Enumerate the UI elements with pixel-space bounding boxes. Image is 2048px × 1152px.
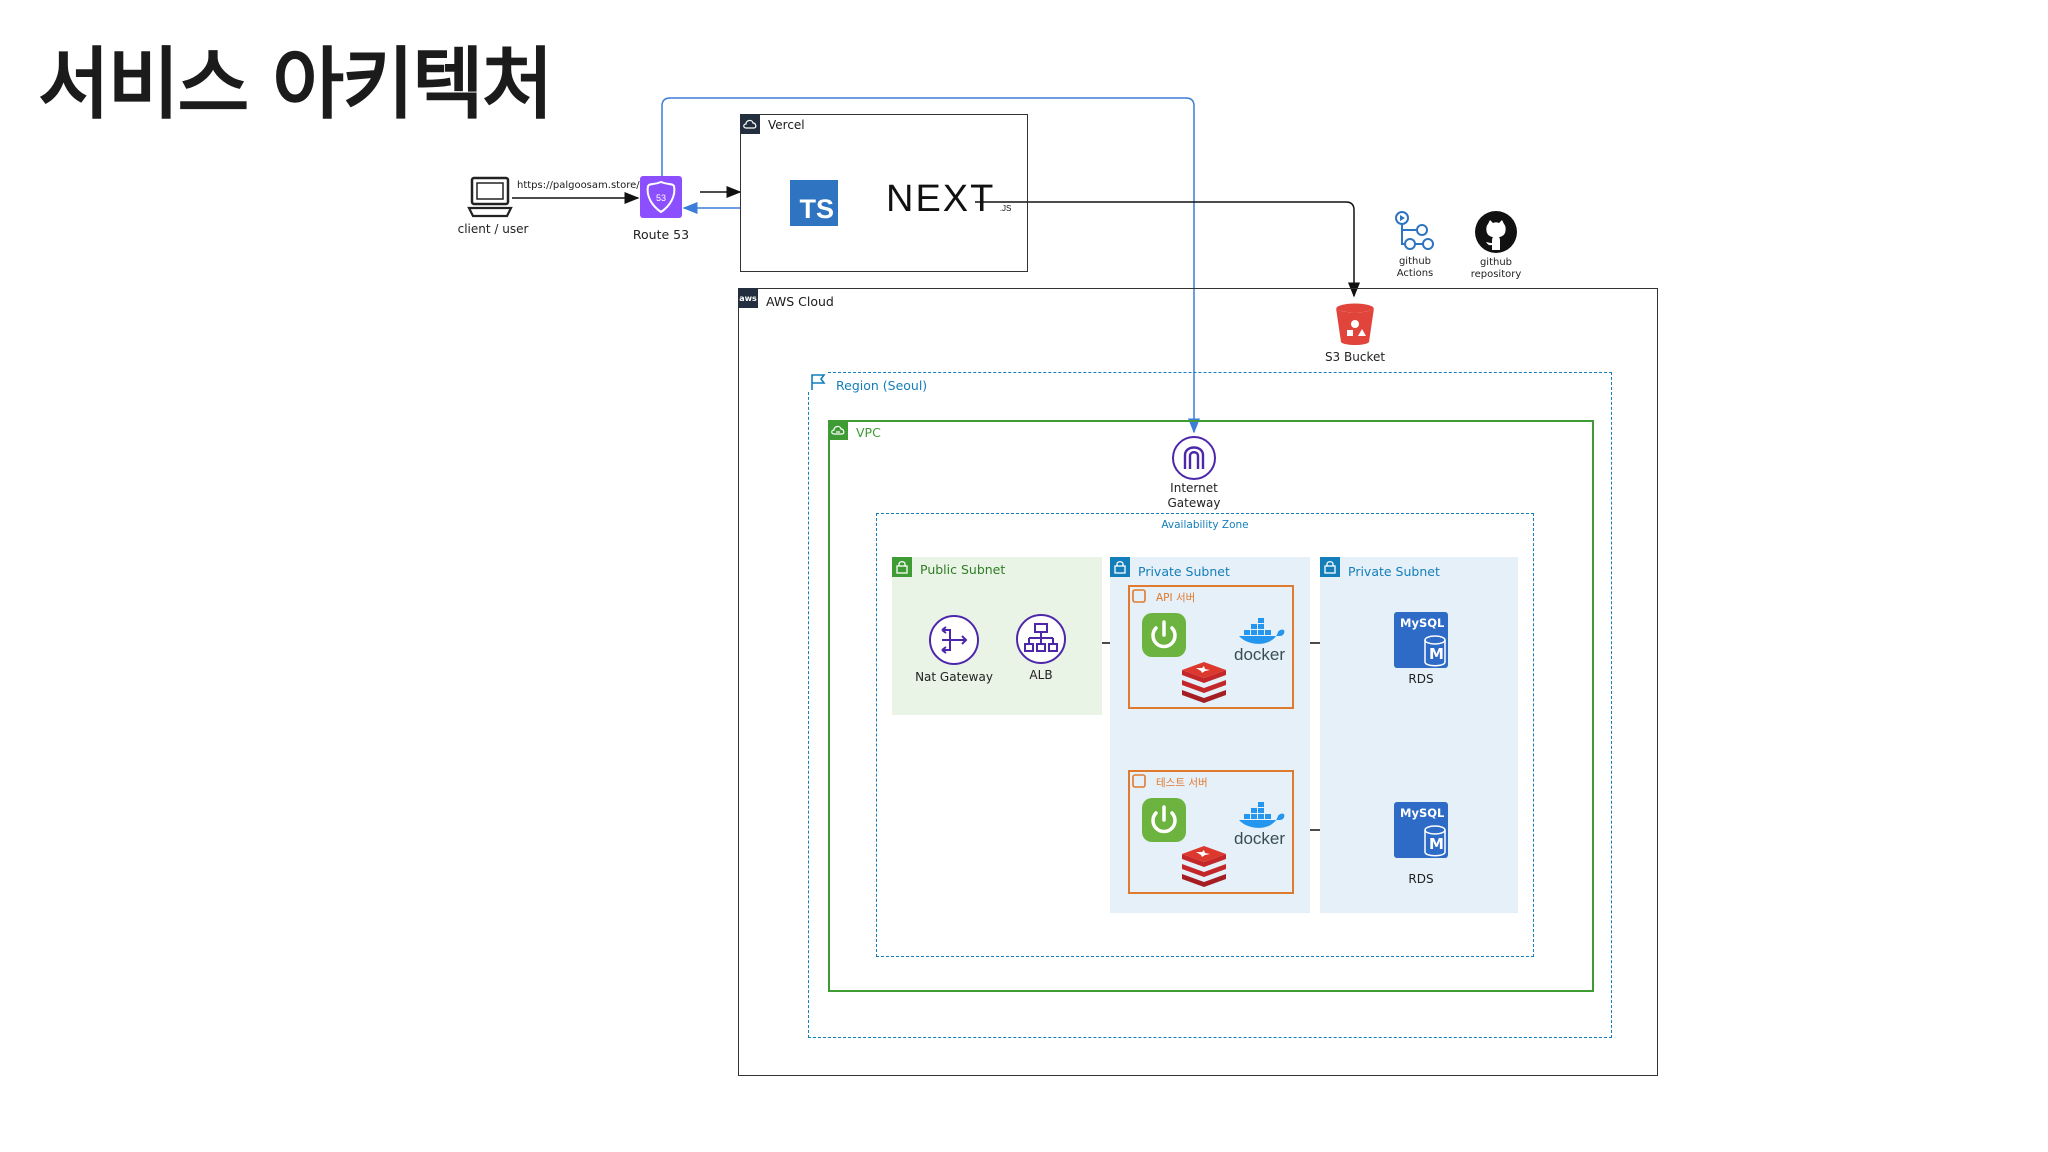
mysql-text: MySQL: [1400, 616, 1445, 630]
cloud-icon: [740, 114, 760, 134]
docker-label: docker: [1234, 645, 1286, 664]
igw-label-2: Gateway: [1167, 496, 1221, 510]
github-actions-icon: [1395, 211, 1434, 250]
vpc-label: VPC: [856, 425, 881, 440]
aws-icon: aws: [738, 288, 758, 308]
nat-gateway-label: Nat Gateway: [915, 670, 993, 684]
lock-icon: [892, 557, 912, 577]
redis-icon: [1182, 662, 1226, 703]
mysql-text: MySQL: [1400, 806, 1445, 820]
github-actions-label-2: Actions: [1396, 268, 1434, 279]
internet-gateway-label: Internet Gateway: [1154, 481, 1234, 511]
nextjs-logo: NEXT .JS: [886, 178, 1011, 221]
api-server-group: [1128, 585, 1294, 709]
rds-1-label: RDS: [1408, 672, 1434, 686]
vercel-to-s3-line: [975, 201, 1360, 298]
private-subnet-1-label: Private Subnet: [1138, 564, 1230, 579]
test-server-group: [1128, 770, 1294, 894]
vercel-label: Vercel: [768, 118, 805, 132]
docker-icon: [1239, 802, 1285, 828]
docker-label: docker: [1234, 829, 1286, 848]
github-actions-label-1: github: [1398, 256, 1432, 267]
nextjs-suffix: .JS: [999, 204, 1012, 213]
ec2-instance-icon: [1130, 772, 1148, 790]
github-repo-label: github repository: [1461, 257, 1531, 281]
public-subnet-label: Public Subnet: [920, 562, 1006, 577]
aws-cloud-label: AWS Cloud: [766, 294, 834, 309]
alb-icon: [1016, 614, 1066, 664]
route53-to-igw-line: [661, 97, 1200, 434]
docker-icon: [1239, 618, 1285, 644]
availability-zone-label: Availability Zone: [1161, 519, 1249, 531]
internet-gateway-icon: [1172, 436, 1216, 480]
github-repo-label-2: repository: [1470, 269, 1522, 280]
vpc-cloud-icon: [828, 420, 848, 440]
flag-icon: [808, 372, 828, 392]
route53-icon: 53: [640, 176, 682, 218]
rds-mysql-icon: MySQL M: [1394, 612, 1448, 668]
lock-icon: [1320, 557, 1340, 577]
client-url-label: https://palgoosam.store/: [517, 180, 640, 191]
nextjs-text: NEXT: [886, 178, 996, 220]
alb-label: ALB: [1029, 668, 1053, 682]
test-server-label: 테스트 서버: [1156, 777, 1208, 789]
laptop-icon: [467, 176, 513, 218]
route53-label: Route 53: [632, 227, 690, 242]
spring-icon: [1142, 798, 1186, 842]
github-icon: [1475, 211, 1517, 253]
rds-2-label: RDS: [1408, 872, 1434, 886]
spring-icon: [1142, 613, 1186, 657]
typescript-text: TS: [799, 194, 834, 224]
private-subnet-2-group: [1320, 557, 1518, 913]
page-title: 서비스 아키텍처: [38, 40, 553, 130]
vercel-group: [740, 114, 1028, 272]
s3-bucket-icon: [1335, 302, 1375, 345]
public-subnet-group: [892, 557, 1102, 715]
nat-gateway-icon: [929, 615, 979, 665]
rds-m-text: M: [1429, 645, 1444, 663]
github-repo-label-1: github: [1479, 257, 1513, 268]
availability-zone-group: [876, 513, 1534, 957]
rds-m-text: M: [1429, 835, 1444, 853]
aws-tag-text: aws: [739, 293, 757, 303]
svg-text:53: 53: [656, 193, 666, 203]
client-label: client / user: [457, 222, 529, 236]
region-group: [808, 372, 1612, 1038]
igw-label-1: Internet: [1170, 481, 1218, 495]
rds-mysql-icon: MySQL M: [1394, 802, 1448, 858]
typescript-icon: TS: [790, 180, 838, 226]
redis-icon: [1182, 846, 1226, 887]
s3-bucket-label: S3 Bucket: [1324, 350, 1386, 364]
aws-cloud-group: [738, 288, 1658, 1076]
region-label: Region (Seoul): [836, 378, 928, 393]
private-subnet-2-label: Private Subnet: [1348, 564, 1440, 579]
ec2-instance-icon: [1130, 587, 1148, 605]
github-actions-label: github Actions: [1380, 256, 1450, 280]
vpc-group: [828, 420, 1594, 992]
lock-icon: [1110, 557, 1130, 577]
api-server-label: API 서버: [1156, 592, 1196, 604]
